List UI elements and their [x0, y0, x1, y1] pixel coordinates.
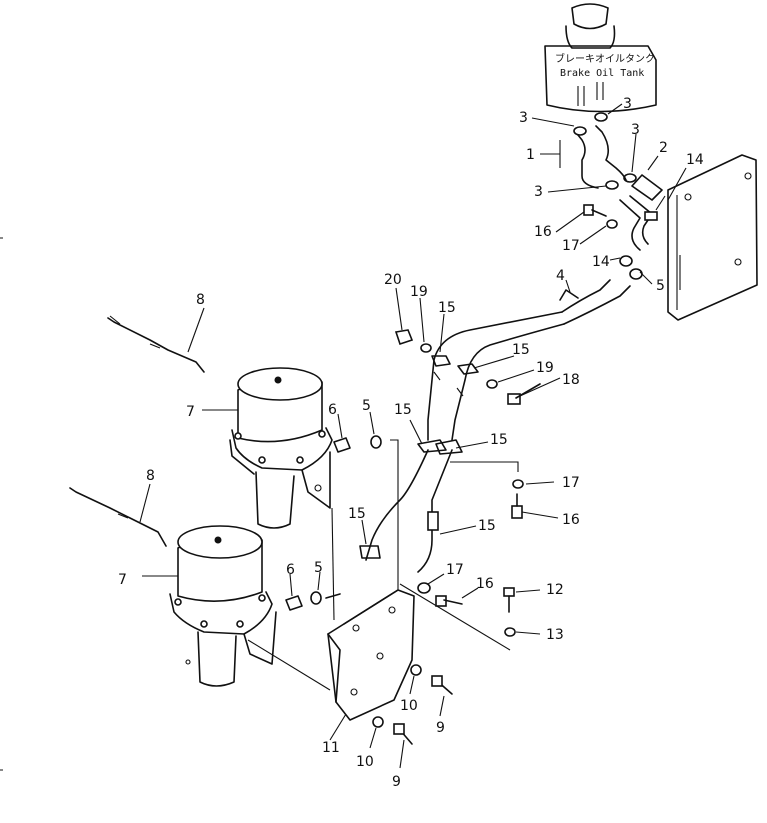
callout-7-b: 7 — [118, 572, 127, 588]
callout-19-a: 19 — [410, 284, 428, 300]
callout-12: 12 — [546, 582, 564, 598]
callout-15-a: 15 — [438, 300, 456, 316]
hardware-mid — [450, 461, 524, 519]
callout-8-a: 8 — [196, 292, 205, 308]
callout-15-b: 15 — [512, 342, 530, 358]
callout-5-a: 5 — [656, 278, 665, 294]
callout-17-b: 17 — [562, 475, 580, 491]
callout-6-b: 6 — [286, 562, 295, 578]
callout-7-a: 7 — [186, 404, 195, 420]
callout-16-b: 16 — [562, 512, 580, 528]
callout-16-c: 16 — [476, 576, 494, 592]
right-bracket-plate — [667, 154, 758, 321]
callout-19-b: 19 — [536, 360, 554, 376]
bracket-11 — [247, 439, 511, 721]
hardware-lower — [372, 582, 516, 745]
callout-17-a: 17 — [562, 238, 580, 254]
callout-14-b: 14 — [592, 254, 610, 270]
callout-13: 13 — [546, 627, 564, 643]
bolt-16-top — [583, 204, 618, 229]
callout-3-c: 3 — [631, 122, 640, 138]
leader-lines — [139, 103, 687, 769]
hose-2 — [619, 174, 666, 251]
callout-16-a: 16 — [534, 224, 552, 240]
callout-3-d: 3 — [534, 184, 543, 200]
cable-8-upper — [107, 315, 205, 373]
callout-17-c: 17 — [446, 562, 464, 578]
callout-10-b: 10 — [356, 754, 374, 770]
tank-label-en: Brake Oil Tank — [560, 68, 644, 79]
callout-2: 2 — [659, 140, 668, 156]
callout-4: 4 — [556, 268, 565, 284]
callout-3-a: 3 — [519, 110, 528, 126]
callout-15-e: 15 — [348, 506, 366, 522]
clamps-15 — [359, 355, 479, 559]
callout-9-b: 9 — [392, 774, 401, 790]
motor-lower — [169, 525, 341, 687]
callout-6-a: 6 — [328, 402, 337, 418]
motor-upper — [229, 367, 382, 529]
callout-11: 11 — [322, 740, 340, 756]
callout-15-c: 15 — [394, 402, 412, 418]
callout-8-b: 8 — [146, 468, 155, 484]
brake-tubes — [365, 311, 565, 573]
callout-20: 20 — [384, 272, 402, 288]
callout-15-f: 15 — [478, 518, 496, 534]
brake-oil-tank: ブレーキオイルタンク Brake Oil Tank — [544, 3, 657, 113]
callout-1: 1 — [526, 147, 535, 163]
cable-8-lower — [69, 487, 167, 547]
hose-4 — [559, 279, 631, 325]
callout-9-a: 9 — [436, 720, 445, 736]
tank-fittings — [573, 112, 637, 190]
tank-label-jp: ブレーキオイルタンク — [555, 52, 655, 65]
callout-5-c: 5 — [314, 560, 323, 576]
callout-5-b: 5 — [362, 398, 371, 414]
callout-labels: 3 3 3 2 1 14 3 16 17 14 5 4 20 19 15 15 … — [118, 96, 704, 790]
callout-18: 18 — [562, 372, 580, 388]
callout-10-a: 10 — [400, 698, 418, 714]
callout-3-b: 3 — [623, 96, 632, 112]
callout-14-a: 14 — [686, 152, 704, 168]
fittings-5-upper — [619, 255, 643, 280]
callout-15-d: 15 — [490, 432, 508, 448]
